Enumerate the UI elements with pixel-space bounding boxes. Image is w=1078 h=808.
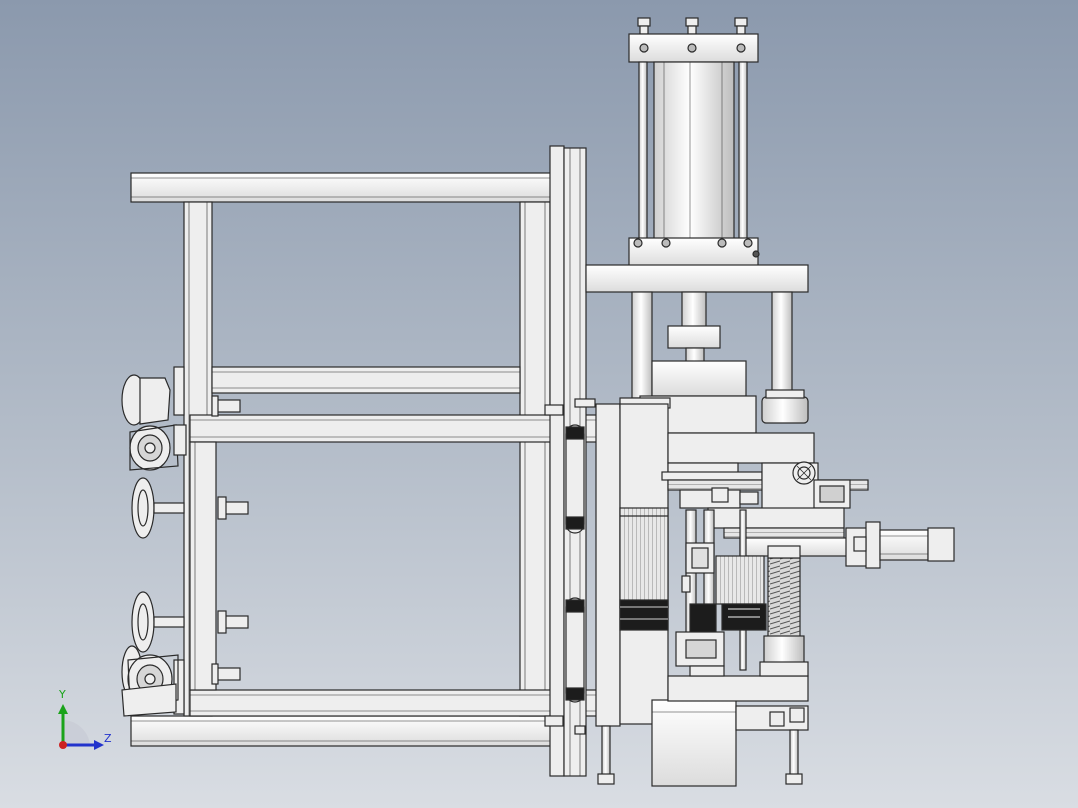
locating-pin-2 [217,496,249,520]
frame-bottom-beam [130,715,556,747]
lead-screw [759,545,809,677]
lower-frame [189,414,601,717]
slot-ring-upper [565,424,585,534]
leveling-foot-1 [131,477,185,539]
slot-ring-lower [565,597,585,703]
air-cylinder [628,17,760,267]
leveling-foot-2 [131,591,185,653]
frame-right-post [519,201,551,717]
locating-pin-1 [211,395,241,417]
coordinate-triad [58,704,104,750]
triad-y-label: Y [59,688,66,701]
locating-pin-4 [211,663,241,685]
frame-mid-rail [211,366,521,394]
frame-top-beam [130,172,556,203]
lower-coupling [675,631,725,677]
locating-pin-3 [217,610,249,634]
press-head [595,397,671,727]
hex-nut-sensor [792,461,816,485]
drive-shafts [681,509,747,671]
triad-z-label: Z [104,732,112,745]
cylinder-mount-plate [585,264,809,293]
upper-carriage [661,432,869,510]
caster-top [121,366,187,471]
lower-gearbox [651,675,809,787]
bottom-studs [597,725,803,785]
servo-motor [845,521,955,569]
gear-stack [689,555,767,633]
caster-bottom [121,645,185,717]
